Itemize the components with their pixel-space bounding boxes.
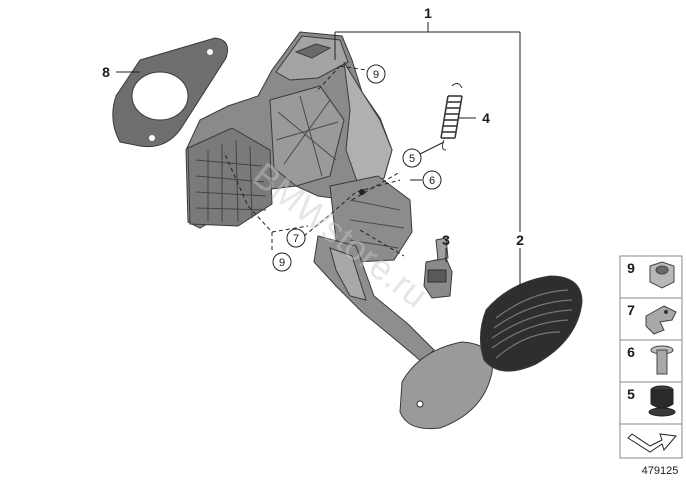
callout-9-top: 9 <box>373 69 379 81</box>
circled-callout-7: 7 <box>286 228 306 248</box>
callout-9-bottom: 9 <box>279 257 285 269</box>
legend-number-7: 7 <box>627 302 635 318</box>
callout-7: 7 <box>293 233 299 245</box>
nut-icon <box>649 261 675 289</box>
spring-part-4 <box>440 82 463 151</box>
bushing-icon <box>648 385 676 417</box>
circled-callout-5: 5 <box>402 148 422 168</box>
callout-4: 4 <box>482 110 490 126</box>
circled-callout-9-bottom: 9 <box>272 252 292 272</box>
callout-6: 6 <box>429 175 435 187</box>
leader-lines <box>116 22 521 286</box>
pedal-pad-part-2 <box>480 275 583 372</box>
callout-5: 5 <box>409 153 415 165</box>
circled-callout-9-top: 9 <box>366 64 386 84</box>
gasket-part-8 <box>112 37 229 148</box>
bolt-icon <box>650 345 674 375</box>
legend-number-9: 9 <box>627 260 635 276</box>
callout-8: 8 <box>102 64 110 80</box>
direction-arrow-icon <box>627 433 677 453</box>
callout-1: 1 <box>424 5 432 21</box>
legend-panel: 9 7 6 5 <box>619 255 683 459</box>
switch-part-3 <box>423 237 453 299</box>
clip-icon <box>645 305 677 335</box>
pedal-bracket-part-1 <box>185 31 493 430</box>
callout-3: 3 <box>442 232 450 248</box>
callout-2: 2 <box>516 232 524 248</box>
circled-callout-6: 6 <box>422 170 442 190</box>
legend-number-6: 6 <box>627 344 635 360</box>
reference-number: 479125 <box>642 465 679 477</box>
legend-number-5: 5 <box>627 386 635 402</box>
legend-row-6 <box>619 339 683 383</box>
legend-row-arrow <box>619 423 683 459</box>
